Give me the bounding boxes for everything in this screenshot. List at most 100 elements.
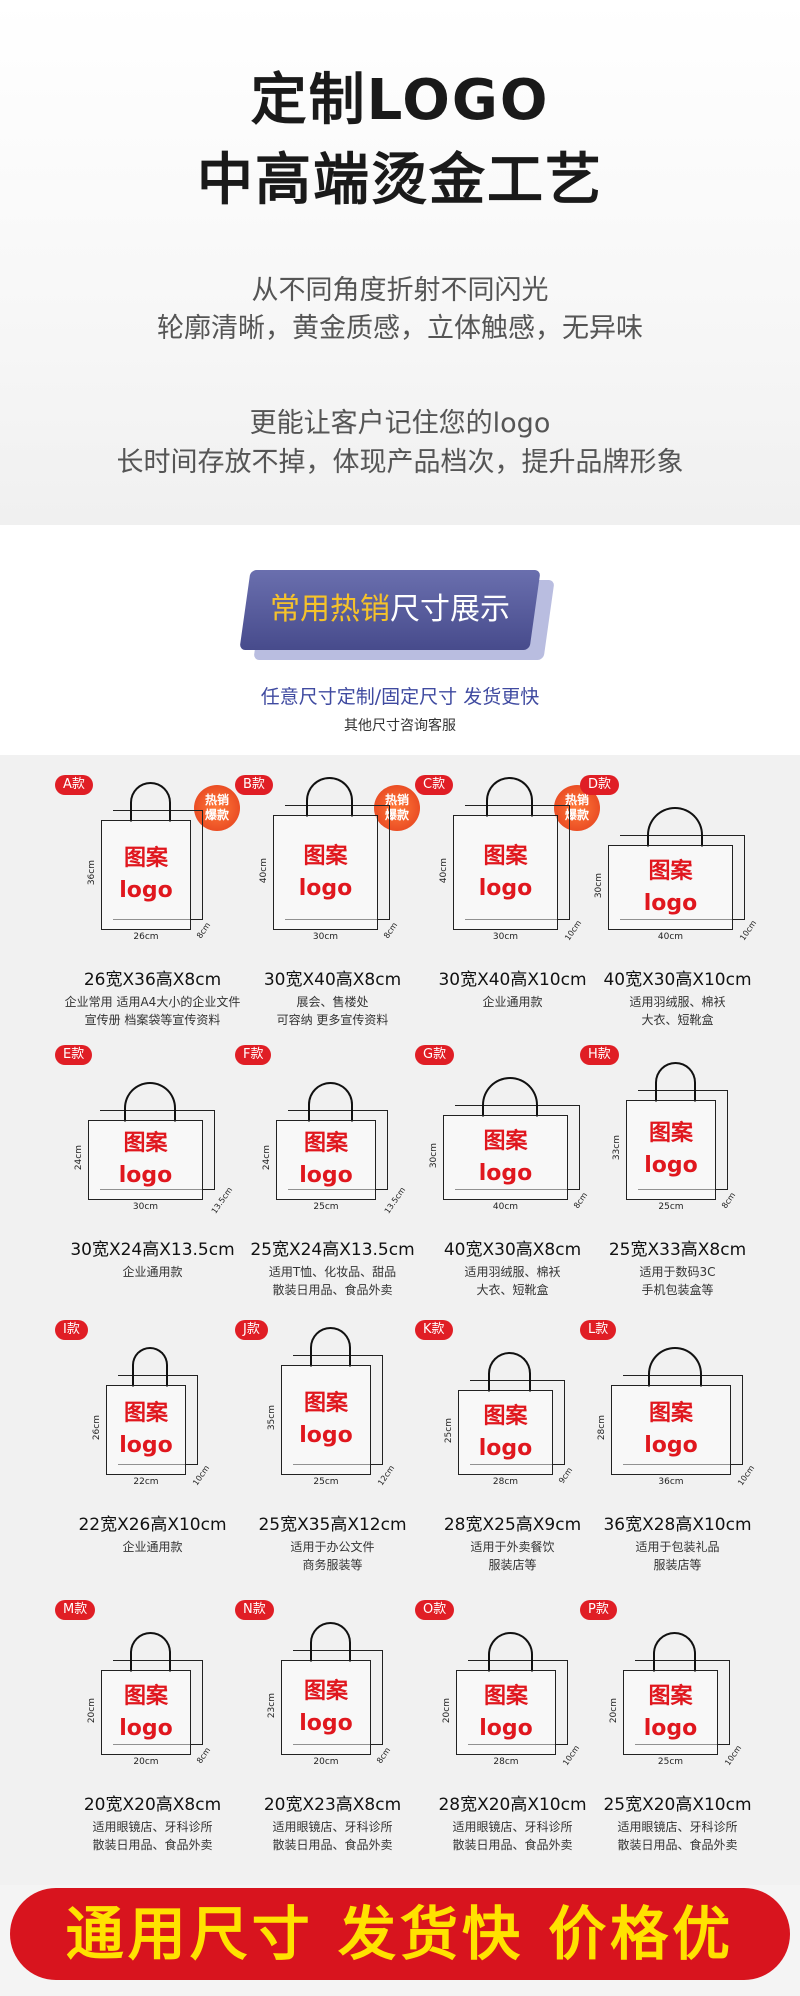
depth-dimension-label: 10cm <box>561 1743 582 1768</box>
model-badge: I款 <box>55 1320 88 1340</box>
bag-front <box>101 1670 191 1755</box>
bag-handle <box>306 777 353 817</box>
model-badge: K款 <box>415 1320 453 1340</box>
height-dimension-label: 26cm <box>92 1415 102 1441</box>
height-dimension-label: 20cm <box>442 1698 452 1724</box>
bag-logo-text: 图案 logo <box>478 844 533 901</box>
size-spec: 20宽X20高X8cm <box>83 1795 222 1815</box>
width-dimension-label: 25cm <box>658 1202 684 1212</box>
width-dimension-label: 28cm <box>492 1477 519 1487</box>
bag-front <box>608 845 733 930</box>
height-dimension-label: 33cm <box>612 1135 622 1161</box>
usage-description: 适用羽绒服、棉袄 大衣、短靴盒 <box>629 995 726 1027</box>
size-spec: 22宽X26高X10cm <box>78 1515 227 1535</box>
depth-dimension-label: 12cm <box>376 1463 397 1488</box>
hot-sale-icon: 热销 爆款 <box>194 785 240 831</box>
model-badge: P款 <box>580 1600 617 1620</box>
depth-dimension-label: 13.5cm <box>382 1185 408 1216</box>
depth-dimension-label: 8cm <box>381 920 400 941</box>
bag-handle <box>482 1077 538 1117</box>
depth-dimension-label: 8cm <box>194 1745 213 1766</box>
width-dimension-label: 36cm <box>658 1477 684 1487</box>
bag-handle <box>655 1062 696 1102</box>
usage-description: 企业通用款 <box>122 1265 183 1279</box>
bag-handle <box>308 1082 353 1122</box>
usage-description: 适用眼镜店、牙科诊所 散装日用品、食品外卖 <box>92 1820 213 1852</box>
bag-logo-text: 图案 logo <box>119 846 173 903</box>
width-dimension-label: 20cm <box>313 1757 339 1767</box>
height-dimension-label: 30cm <box>429 1143 439 1169</box>
bag-logo-text: 图案 logo <box>478 1129 533 1186</box>
model-badge: H款 <box>580 1045 619 1065</box>
hot-sizes-subtitle: 任意尺寸定制/固定尺寸 发货更快 <box>260 686 540 708</box>
size-spec: 36宽X28高X10cm <box>603 1515 752 1535</box>
bag-front <box>281 1660 371 1755</box>
size-spec: 20宽X23高X8cm <box>263 1795 402 1815</box>
bag-handle <box>130 1632 171 1672</box>
size-spec: 25宽X33高X8cm <box>608 1240 747 1260</box>
size-spec: 30宽X40高X10cm <box>438 970 587 990</box>
bag-logo-text: 图案 logo <box>478 1404 533 1461</box>
bag-illustration: 图案 logo 25cm 28cm 9cm <box>444 1352 575 1495</box>
height-dimension-label: 28cm <box>597 1415 607 1441</box>
usage-description: 企业通用款 <box>122 1540 183 1554</box>
width-dimension-label: 40cm <box>492 1202 519 1212</box>
bag-logo-text: 图案 logo <box>298 844 353 901</box>
hero-line-4: 长时间存放不掉，体现产品档次，提升品牌形象 <box>116 447 684 478</box>
bag-handle <box>130 782 171 822</box>
usage-description: 展会、售楼处 可容纳 更多宣传资料 <box>276 995 389 1027</box>
width-dimension-label: 22cm <box>133 1477 159 1487</box>
bag-front <box>106 1385 186 1475</box>
height-dimension-label: 20cm <box>609 1698 619 1724</box>
model-badge: A款 <box>55 775 93 795</box>
height-dimension-label: 24cm <box>74 1145 84 1171</box>
size-spec: 40宽X30高X10cm <box>603 970 752 990</box>
hot-sizes-section: 常用热销尺寸展示 任意尺寸定制/固定尺寸 发货更快 其他尺寸咨询客服 <box>0 525 800 755</box>
usage-description: 企业通用款 <box>482 995 543 1009</box>
usage-description: 适用眼镜店、牙科诊所 散装日用品、食品外卖 <box>617 1820 738 1852</box>
size-spec: 28宽X25高X9cm <box>443 1515 582 1535</box>
hot-sale-icon: 热销 爆款 <box>374 785 420 831</box>
banner-label-highlight: 常用热销 <box>270 592 390 627</box>
bag-logo-text: 图案 logo <box>643 859 698 916</box>
model-badge: M款 <box>55 1600 96 1620</box>
width-dimension-label: 40cm <box>657 932 684 942</box>
width-dimension-label: 30cm <box>132 1202 159 1212</box>
model-badge: G款 <box>415 1045 455 1065</box>
height-dimension-label: 25cm <box>444 1418 454 1444</box>
usage-description: 适用于数码3C 手机包装盒等 <box>639 1265 716 1297</box>
depth-dimension-label: 8cm <box>719 1190 738 1211</box>
width-dimension-label: 30cm <box>312 932 339 942</box>
depth-dimension-label: 9cm <box>556 1465 575 1486</box>
width-dimension-label: 26cm <box>133 932 159 942</box>
bag-logo-text: 图案 logo <box>118 1131 173 1188</box>
usage-description: 适用眼镜店、牙科诊所 散装日用品、食品外卖 <box>452 1820 573 1852</box>
height-dimension-label: 23cm <box>267 1693 277 1719</box>
model-badge: B款 <box>235 775 273 795</box>
hero-line-2: 轮廓清晰，黄金质感，立体触感，无异味 <box>157 313 643 344</box>
usage-description: 适用于包装礼品 服装店等 <box>635 1540 720 1572</box>
usage-description: 适用羽绒服、棉袄 大衣、短靴盒 <box>464 1265 561 1297</box>
bag-logo-text: 图案 logo <box>299 1391 353 1448</box>
bag-logo-text: 图案 logo <box>299 1131 353 1188</box>
bag-front <box>456 1670 556 1755</box>
